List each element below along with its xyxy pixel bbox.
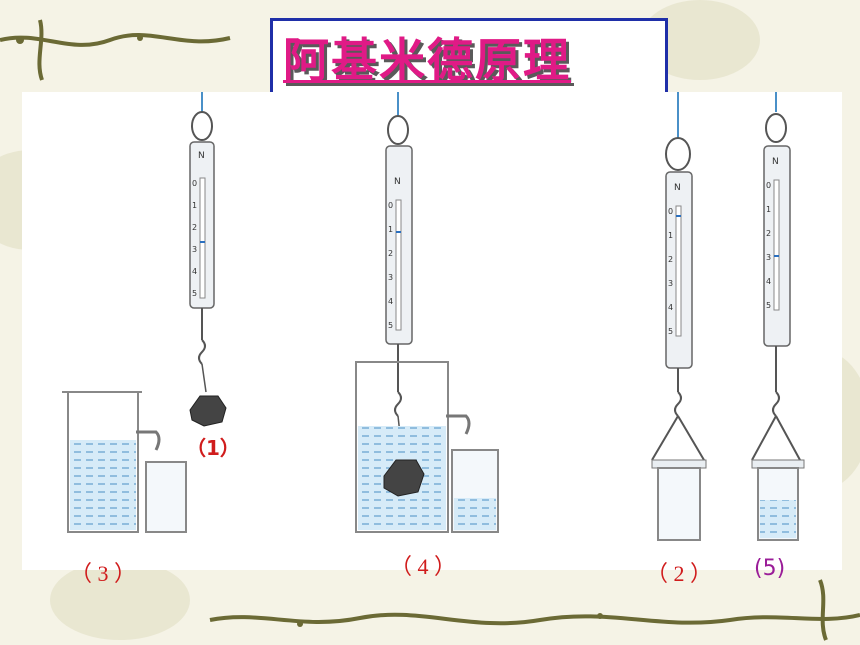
- bucket-2: [651, 459, 707, 541]
- title-box: 阿基米德原理: [270, 18, 668, 100]
- tick-label: 3: [668, 279, 673, 288]
- page-title: 阿基米德原理: [283, 33, 571, 87]
- step-label-5: (5): [754, 556, 786, 581]
- tick-label: 4: [668, 303, 673, 312]
- scale-unit-label: N: [394, 177, 401, 187]
- scale-unit-label: N: [198, 151, 205, 161]
- tick-label: 2: [766, 229, 771, 238]
- tick-label: 3: [192, 245, 197, 254]
- vine-bottom-right: [209, 579, 860, 641]
- tick-label: 3: [388, 273, 393, 282]
- stone-4: [383, 459, 425, 497]
- spring-scale-4: N: [385, 92, 413, 453]
- tick-label: 5: [192, 289, 197, 298]
- spring-scale-5: N: [751, 92, 801, 461]
- vine-top-left: [0, 19, 231, 81]
- spring-scale-2: N: [651, 92, 705, 461]
- tick-label: 1: [766, 205, 771, 214]
- tick-label: 5: [766, 301, 771, 310]
- tick-label: 0: [766, 181, 771, 190]
- tick-label: 0: [668, 207, 673, 216]
- empty-cup-3: [145, 461, 187, 533]
- bucket-5: [751, 459, 805, 541]
- stone-1: [189, 395, 227, 427]
- scale-unit-label: N: [674, 183, 681, 193]
- step-label-1: （1）: [186, 436, 240, 460]
- tick-label: 5: [668, 327, 673, 336]
- spring-scale-1: N: [189, 92, 215, 393]
- tick-label: 3: [766, 253, 771, 262]
- tick-label: 2: [668, 255, 673, 264]
- step-label-4: （ 4 ）: [390, 554, 457, 579]
- tick-label: 4: [388, 297, 393, 306]
- step-label-3: （ 3 ）: [70, 561, 137, 586]
- overflow-beaker-3: [62, 391, 161, 533]
- step-label-2: （ 2 ）: [646, 561, 713, 586]
- tick-label: 1: [668, 231, 673, 240]
- tick-label: 1: [388, 225, 393, 234]
- vine-leaf: [16, 35, 603, 627]
- tick-label: 0: [388, 201, 393, 210]
- catch-cup-4: [451, 449, 499, 533]
- tick-label: 2: [388, 249, 393, 258]
- tick-label: 1: [192, 201, 197, 210]
- tick-label: 2: [192, 223, 197, 232]
- tick-label: 4: [192, 267, 197, 276]
- scale-unit-label: N: [772, 157, 779, 167]
- tick-label: 0: [192, 179, 197, 188]
- tick-label: 4: [766, 277, 771, 286]
- tick-label: 5: [388, 321, 393, 330]
